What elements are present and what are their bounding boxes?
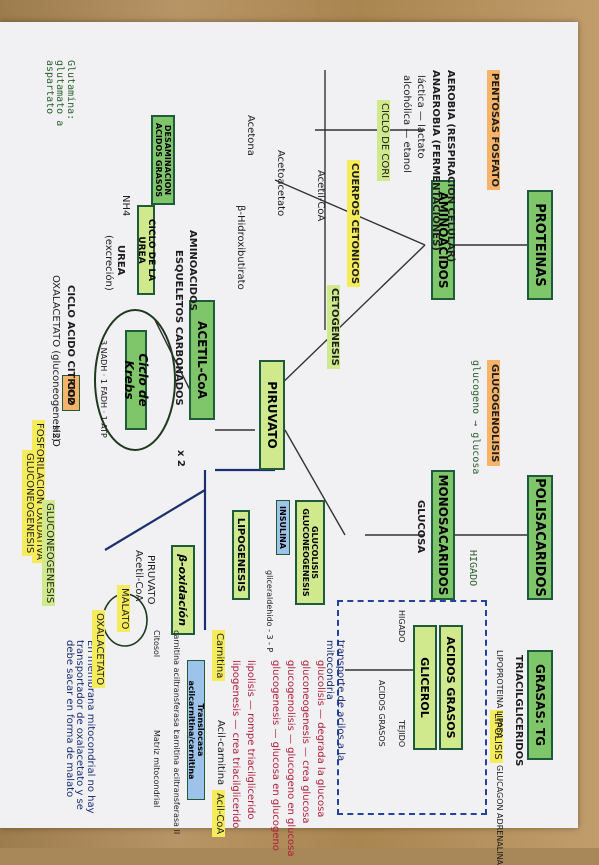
piruvato-box: PIRUVATO — [259, 360, 285, 470]
pentosas-fosfato-label: PENTOSAS FOSFATO — [487, 70, 500, 190]
glucolisis-box: GLUCOLISIS GLUCONEOGENESIS — [295, 500, 325, 605]
glucogenolisis-label: GLUCOGENOLISIS — [487, 360, 500, 467]
acetil-coa-right-label: Acetil-CoA — [133, 550, 144, 602]
glucosa-label: GLUCOSA — [415, 500, 426, 554]
grasas-box: GRASAS: TG — [527, 650, 553, 760]
lipolisis-definition: lipolisis — rompe triacilglicerido — [245, 660, 256, 820]
tejido-label: TEJIDO — [397, 720, 406, 748]
desaminacion-box: DESAMINACION ACIDOS GRASOS — [151, 115, 175, 205]
piruvato-right-label: PIRUVATO — [145, 555, 156, 605]
proteinas-box: PROTEINAS — [527, 190, 553, 300]
lipoproteina-label: LIPOPROTEINA LIPASA — [495, 650, 504, 739]
urea-label: UREA — [115, 245, 126, 276]
ciclo-cori-label: CICLO DE CORI — [377, 100, 390, 182]
acetil-coa-box: ACETIL-CoA — [189, 300, 215, 420]
gluconeogenesis-definition: gluconeogenesis — crea glucosa — [300, 660, 311, 824]
paper-sheet: PROTEINAS POLISACARIDOS GRASAS: TG TRIAC… — [0, 22, 578, 865]
oxalacetato-right-label: OXALACETATO — [92, 610, 105, 689]
lipogenesis-box: LIPOGENESIS — [232, 510, 250, 600]
gliceraldehido-label: gliceraldehido - 3 - P — [265, 570, 274, 653]
glucogenolisis-definition: glucogenolisis — glucogeno en glucosa — [285, 660, 296, 857]
aerobia-label: AEROBIA (RESPIRACION CELULAR) — [445, 70, 456, 263]
acetona-label: Acetona — [245, 115, 256, 156]
aminoacidos-left-label: AMINOACIDOS — [187, 230, 198, 311]
translocasa-box: Translocasa acilcarnitina/carnitina — [187, 660, 205, 800]
matriz-label: Matriz mitocondrial — [152, 730, 161, 808]
trigliceridos-label: TRIACILGLICERIDOS — [513, 655, 524, 767]
malato-label: MALATO — [117, 585, 130, 633]
ciclo-urea-box: CICLO DE LA UREA — [136, 205, 156, 295]
citosol-label: Citosol — [152, 630, 161, 658]
glucogenesis-note: glucogeno → glucosa — [470, 360, 481, 475]
insulina-box: INSULINA — [276, 500, 290, 555]
nh4-label: NH4 — [120, 195, 131, 217]
glucogenesis-definition: glucogenesis — glucosa en glucogeno — [270, 660, 281, 851]
esqueletos-label: ESQUELETOS CARBONADOS — [173, 250, 184, 406]
connector-lines — [94, 70, 530, 671]
transporte-note: transporte de acilos a la mitocondria — [324, 640, 347, 762]
acetil-coa-left-label: Acetil-CoA — [315, 170, 326, 222]
cetogenesis-label: CETOGENESIS — [327, 285, 340, 369]
oxalacetato-left-label: OXALACETATO (gluconeogenesis) — [50, 275, 61, 442]
glucagon-label: GLUCAGON ADRENALINA — [495, 765, 504, 865]
acil-carnitina-label: Acil-carnitina — [215, 720, 226, 786]
glicerol-box: GLICEROL — [413, 625, 437, 750]
anaerobia-label: ANAEROBIA (FERMENTACIONES) — [430, 70, 441, 251]
lactica-label: láctica — lactato — [415, 75, 426, 159]
cpt2-label: carnitina aciltransferasa II — [172, 730, 181, 835]
monosacaridos-box: MONOSACARIDOS — [431, 470, 455, 600]
cuerpos-cetonicos-label: CUERPOS CETONICOS — [347, 160, 360, 288]
hidroxibutirato-label: β-Hidroxibutirato — [235, 205, 246, 290]
carnitina-label: Carnitina — [212, 630, 225, 682]
glutamina-note: Glutamina: glutamato a aspartato — [44, 60, 76, 127]
ciclo-citrico-label: CICLO ACIDO CITRICO — [65, 285, 76, 406]
higado-label: HIGADO — [397, 610, 406, 643]
membrana-note: En membrana mitocondrial no hay transpor… — [64, 640, 96, 814]
x2-label: x 2 — [175, 450, 186, 467]
alcoholica-label: alcohólica — etanol — [401, 75, 412, 173]
higado-note: HIGADO — [467, 550, 478, 587]
krebs-cycle-box: Ciclo de Krebs — [122, 330, 150, 430]
krebs-output: 3 NADH · 1 FADH · 1 ATP — [99, 340, 108, 438]
fats-dashed-region — [337, 600, 487, 815]
lipogenesis-definition: lipogenesis — crea triacilglicerido — [230, 660, 241, 829]
acidos-grasos-box: ACIDOS GRASOS — [439, 625, 463, 750]
acetoacetato-label: Acetoacetato — [275, 150, 286, 217]
cpt1-label: carnitina aciltransferasa I — [172, 630, 181, 732]
excrecion-label: (excreción) — [103, 235, 114, 291]
gluconeogenesis-bottom-label: GLUCONEOGENESIS — [22, 450, 35, 557]
gluconeogenesis-right-label: GLUCONEOGENESIS — [42, 500, 55, 607]
acil-coa-label: Acil-CoA — [212, 790, 225, 838]
acidos-grasos-small-label: ACIDOS GRASOS — [377, 680, 386, 747]
metabolism-concept-map: PROTEINAS POLISACARIDOS GRASAS: TG TRIAC… — [15, 30, 575, 865]
beta-oxidacion-box: β-oxidación — [171, 545, 195, 635]
polisacaridos-box: POLISACARIDOS — [527, 475, 553, 600]
